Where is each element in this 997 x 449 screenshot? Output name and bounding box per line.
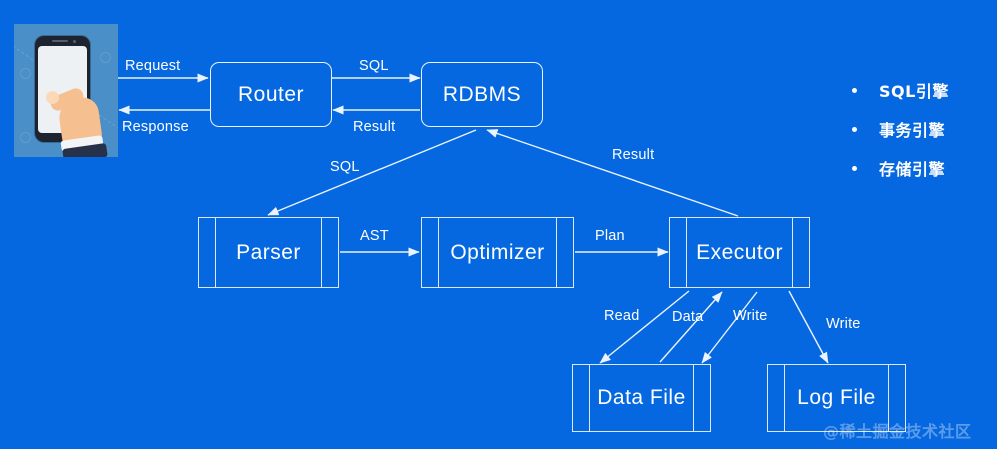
label-response: Response xyxy=(122,119,189,135)
bullet-dot-icon xyxy=(852,165,857,171)
label-sql-parser: SQL xyxy=(330,159,360,175)
label-result-top: Result xyxy=(353,119,396,135)
arrow-sql-parser xyxy=(267,129,477,216)
bullet-label: SQL引擎 xyxy=(879,82,949,101)
node-data-file[interactable]: Data File xyxy=(572,364,711,432)
label-write-log: Write xyxy=(826,316,861,332)
client-device-illustration xyxy=(14,24,118,157)
label-sql-top: SQL xyxy=(359,58,389,74)
label-write-data: Write xyxy=(733,308,768,324)
watermark: @稀土掘金技术社区 xyxy=(823,422,972,441)
label-data: Data xyxy=(672,309,704,325)
label-result-executor: Result xyxy=(612,147,655,163)
node-parser[interactable]: Parser xyxy=(198,217,339,288)
node-optimizer[interactable]: Optimizer xyxy=(421,217,574,288)
label-ast: AST xyxy=(360,228,389,244)
arrow-write-log xyxy=(788,290,829,364)
node-log-file[interactable]: Log File xyxy=(767,364,906,432)
engine-bullet-list: SQL引擎 事务引擎 存储引擎 xyxy=(852,78,949,195)
arrow-data xyxy=(659,291,723,363)
bullet-item-transaction-engine: 事务引擎 xyxy=(852,117,949,141)
bullet-label: 存储引擎 xyxy=(879,160,946,179)
node-router[interactable]: Router xyxy=(210,62,332,127)
bullet-item-sql-engine: SQL引擎 xyxy=(852,78,949,102)
node-executor[interactable]: Executor xyxy=(669,217,810,288)
hand-tap-icon xyxy=(46,86,108,157)
label-read: Read xyxy=(604,308,640,324)
bullet-label: 事务引擎 xyxy=(879,121,946,140)
label-request: Request xyxy=(125,58,181,74)
node-rdbms[interactable]: RDBMS xyxy=(421,62,543,127)
label-plan: Plan xyxy=(595,228,625,244)
arrow-result-executor xyxy=(486,129,739,217)
bullet-item-storage-engine: 存储引擎 xyxy=(852,156,949,180)
arrow-read xyxy=(599,290,690,364)
bullet-dot-icon xyxy=(852,126,857,132)
arrow-write-data xyxy=(701,291,758,364)
bullet-dot-icon xyxy=(852,87,857,93)
